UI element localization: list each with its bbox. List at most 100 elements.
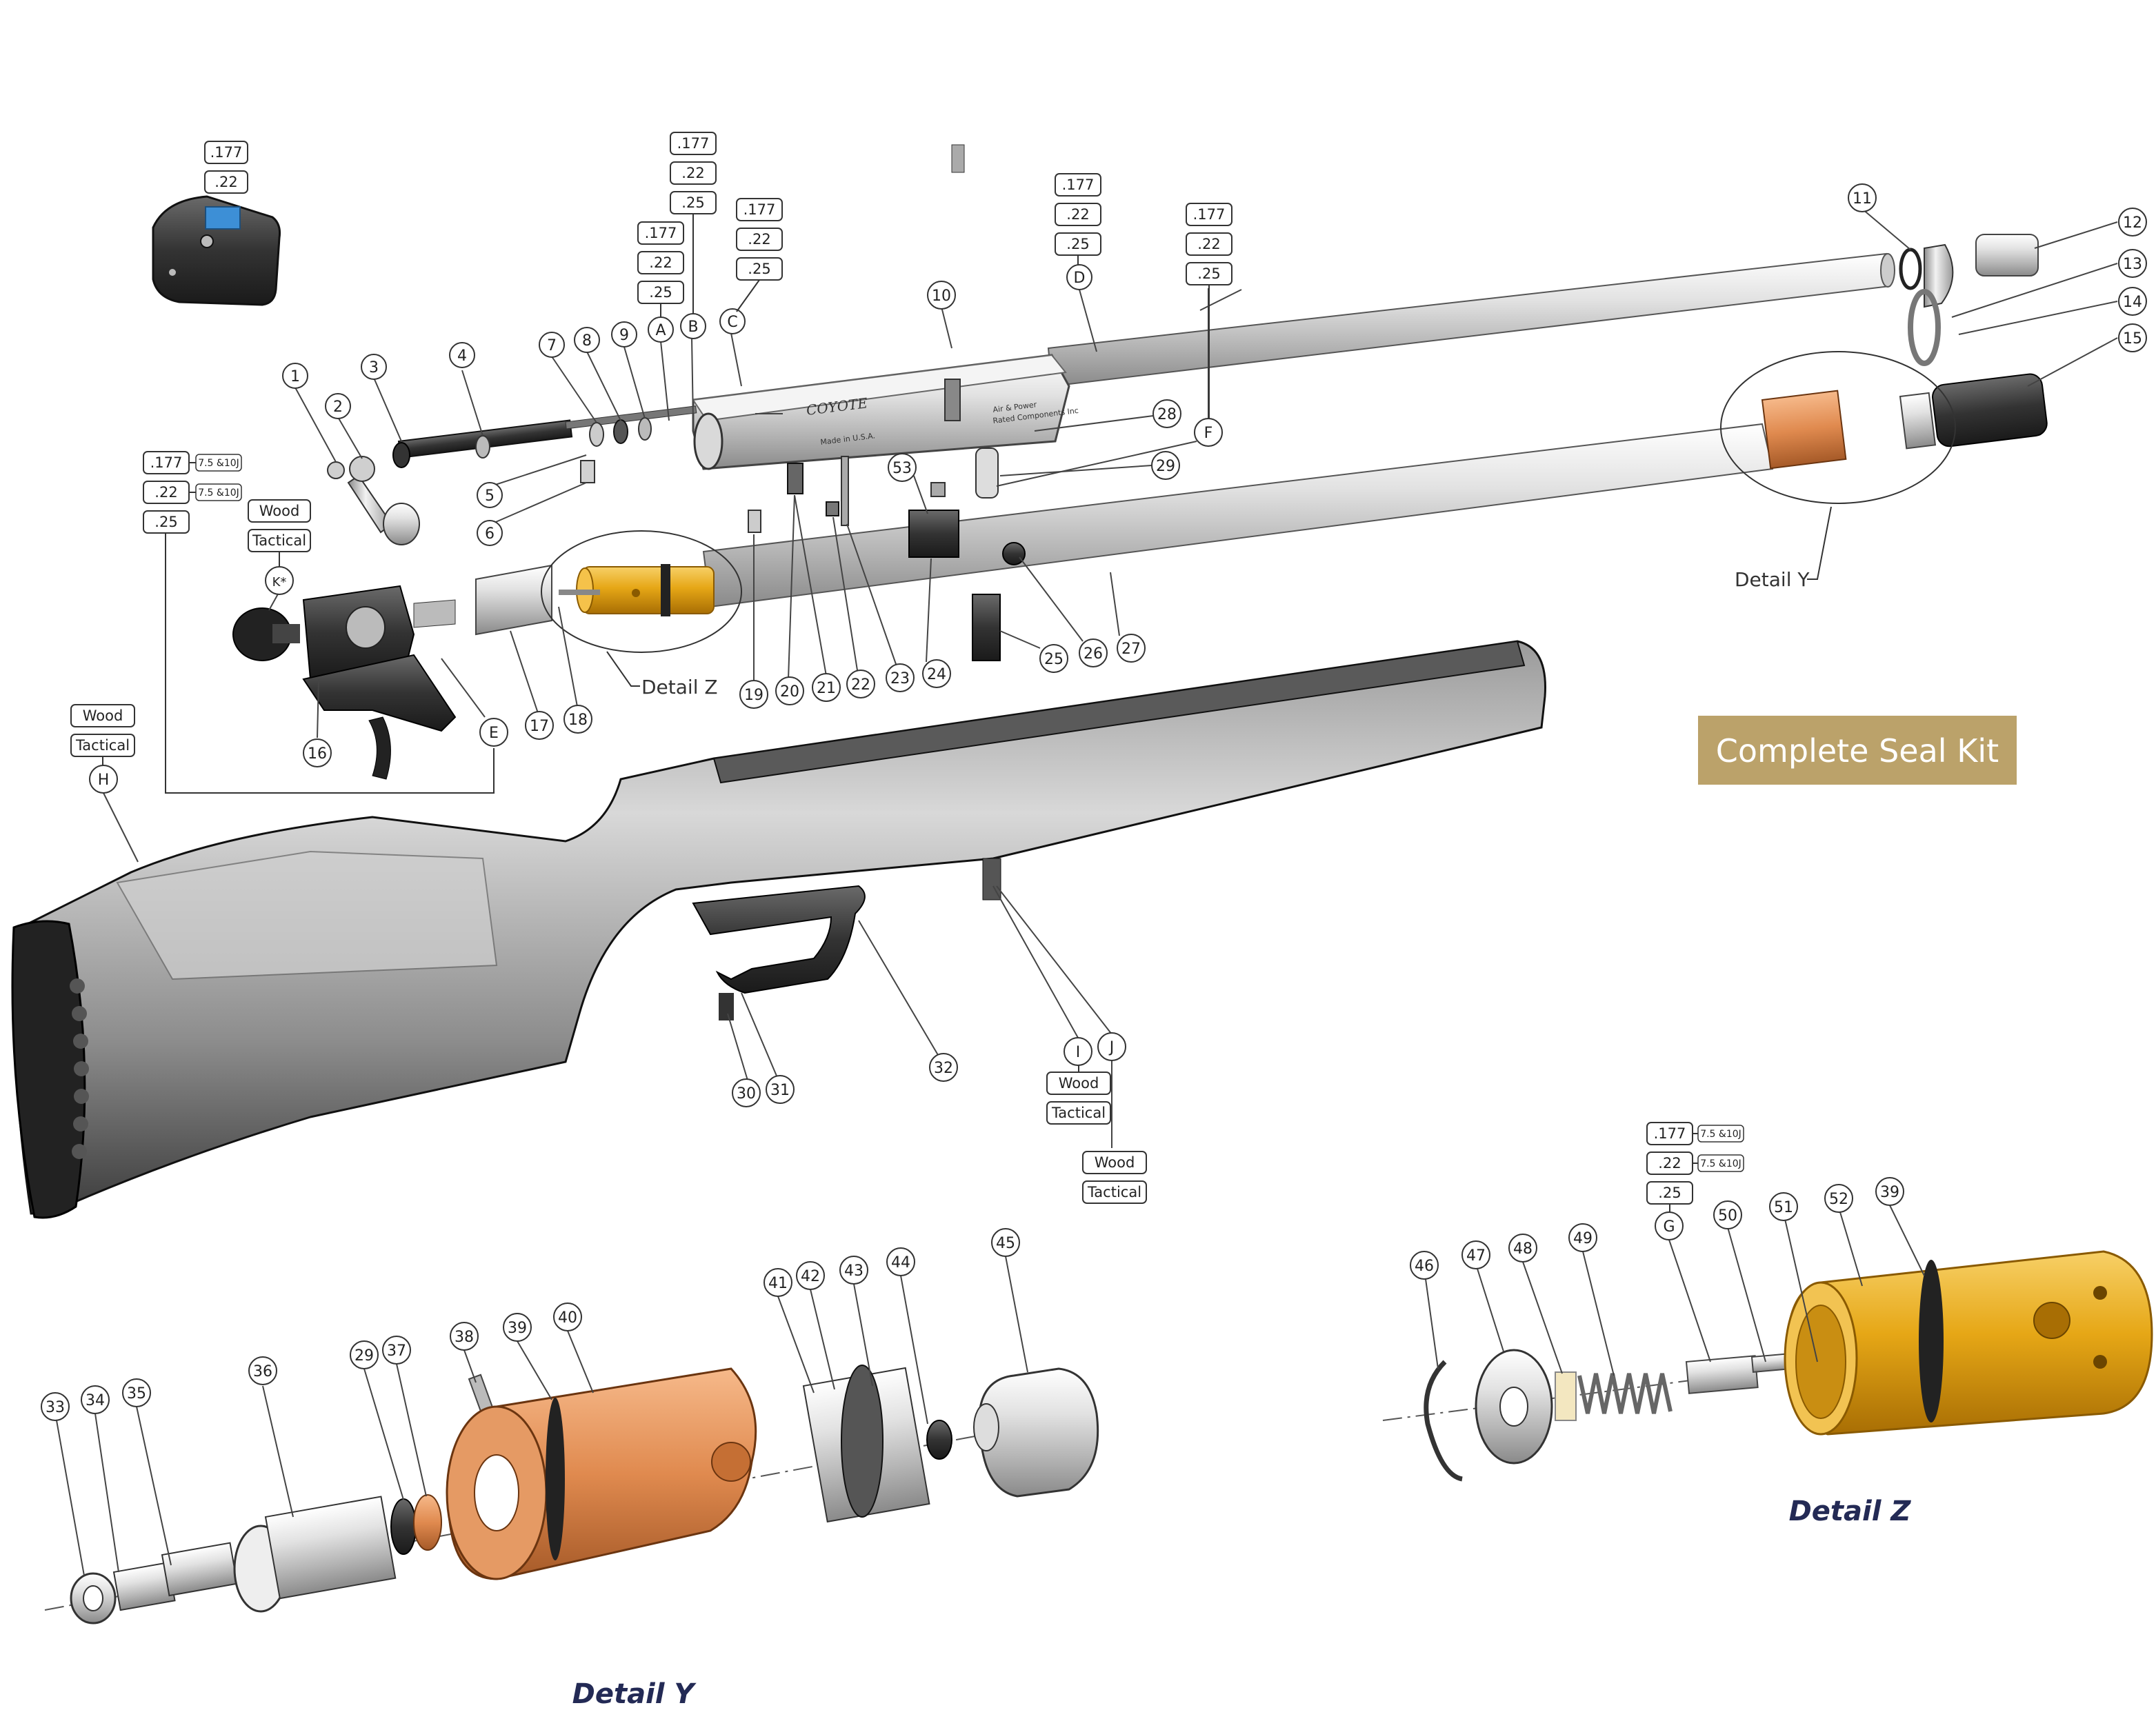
stock-tag: Tactical	[1051, 1105, 1106, 1121]
callout-label: 36	[253, 1363, 272, 1380]
caliber-tag: .177	[1062, 177, 1095, 193]
stock-tag: Tactical	[1087, 1184, 1141, 1200]
stock-tag: Tactical	[252, 532, 306, 549]
energy-tag: 7.5 &10J	[1700, 1158, 1741, 1169]
callout-label: 48	[1513, 1240, 1533, 1258]
callout-B: B	[680, 313, 706, 339]
valve-spring	[1577, 1373, 1673, 1414]
detail-y-assembly	[44, 1365, 1099, 1625]
stock	[11, 640, 1546, 1219]
detail-z-title: Detail Z	[1789, 1496, 1912, 1527]
callout-I: I	[1064, 1037, 1092, 1066]
callout-label: 44	[891, 1254, 910, 1271]
callout-30: 30	[732, 1078, 761, 1107]
callout-label: 8	[582, 332, 592, 350]
caliber-tag: .22	[1197, 236, 1220, 252]
detail-z-circle-label: Detail Z	[641, 676, 718, 698]
caliber-tag: .25	[154, 514, 177, 530]
callout-label: 1	[290, 368, 300, 385]
muzzle-parts	[1899, 234, 2039, 366]
stock-tag: Wood	[1095, 1154, 1135, 1171]
callout-label: 50	[1718, 1207, 1737, 1225]
callout-47: 47	[1461, 1240, 1490, 1269]
caliber-tag: .22	[1066, 206, 1089, 223]
caliber-tag: .25	[681, 194, 704, 211]
callout-label: 29	[1156, 458, 1175, 475]
callout-27: 27	[1117, 634, 1146, 663]
callout-label: 22	[851, 676, 870, 694]
caliber-tag: .22	[649, 254, 672, 271]
callout-label: 26	[1084, 645, 1103, 663]
caliber-tag: .177	[677, 135, 710, 152]
callout-label: 2	[333, 399, 343, 416]
trigger-group	[232, 564, 600, 780]
callout-label: 35	[127, 1385, 146, 1402]
part-K-stock-tags: Wood Tactical	[248, 499, 311, 552]
callout-19: 19	[739, 680, 768, 709]
stock-tag: Wood	[1059, 1075, 1099, 1092]
part-D-caliber-tags: .177 .22 .25	[1055, 173, 1101, 256]
caliber-tag: .22	[748, 231, 770, 248]
butt-pad-holes	[70, 978, 89, 1159]
callout-1: 1	[282, 363, 308, 389]
callout-50: 50	[1713, 1200, 1742, 1229]
callout-label: J	[1108, 1039, 1115, 1056]
callout-41: 41	[763, 1268, 792, 1297]
callout-6: 6	[477, 520, 503, 546]
callout-label: 27	[1121, 641, 1141, 658]
callout-label: 40	[558, 1309, 577, 1327]
callout-11: 11	[1848, 183, 1877, 212]
detail-y-title: Detail Y	[572, 1678, 697, 1710]
callout-label: 21	[817, 680, 836, 697]
part-C-caliber-tags: .177 .22 .25	[736, 198, 783, 281]
callout-26: 26	[1079, 638, 1108, 667]
caliber-tag: .177	[743, 201, 776, 218]
callout-label: A	[655, 322, 666, 339]
caliber-tag: .25	[1066, 236, 1089, 252]
callout-label: 15	[2123, 330, 2142, 348]
callout-5: 5	[477, 482, 503, 508]
callout-label: 39	[1880, 1184, 1899, 1201]
detail-z-assembly	[1382, 1250, 2153, 1482]
callout-44: 44	[886, 1247, 915, 1276]
callout-label: 52	[1829, 1191, 1848, 1208]
callout-label: 53	[892, 460, 912, 477]
callout-4: 4	[449, 342, 475, 368]
detail-z-circle	[541, 530, 742, 653]
callout-label: 5	[485, 487, 495, 505]
part-G-caliber-tags: .177 7.5 &10J .22 7.5 &10J .25	[1646, 1122, 1744, 1205]
caliber-tag: .177	[210, 144, 243, 161]
callout-39-detail: 39	[1875, 1177, 1904, 1206]
callout-label: 17	[530, 718, 549, 735]
callout-37: 37	[382, 1336, 411, 1365]
caliber-tag: .25	[649, 284, 672, 301]
valve-gold	[576, 564, 715, 616]
callout-15: 15	[2118, 323, 2147, 352]
callout-9: 9	[611, 321, 637, 348]
caliber-tag: .25	[1197, 265, 1220, 282]
part-H-stock-tags: Wood Tactical	[70, 704, 135, 757]
callout-label: 9	[619, 327, 629, 344]
bolt-handle	[327, 456, 420, 545]
callout-label: 6	[485, 525, 495, 543]
callout-K: K*	[265, 566, 294, 595]
callout-F: F	[1194, 418, 1223, 447]
callout-7: 7	[539, 332, 565, 358]
detail-y-circle	[1720, 351, 1956, 504]
complete-seal-kit-banner[interactable]: Complete Seal Kit	[1698, 716, 2017, 785]
callout-29-detail: 29	[350, 1340, 379, 1369]
callout-label: 24	[927, 666, 946, 683]
callout-16: 16	[303, 738, 332, 767]
callout-A: A	[648, 316, 674, 343]
energy-tag: 7.5 &10J	[198, 458, 239, 469]
callout-label: 30	[737, 1085, 756, 1103]
callout-label: F	[1204, 425, 1213, 442]
detail-y-circle-label: Detail Y	[1735, 568, 1810, 591]
callout-28: 28	[1152, 399, 1181, 428]
small-hardware	[748, 144, 1026, 661]
callout-34: 34	[81, 1385, 110, 1414]
callout-label: 32	[934, 1060, 953, 1077]
callout-53: 53	[888, 453, 917, 482]
callout-label: 4	[457, 348, 467, 365]
